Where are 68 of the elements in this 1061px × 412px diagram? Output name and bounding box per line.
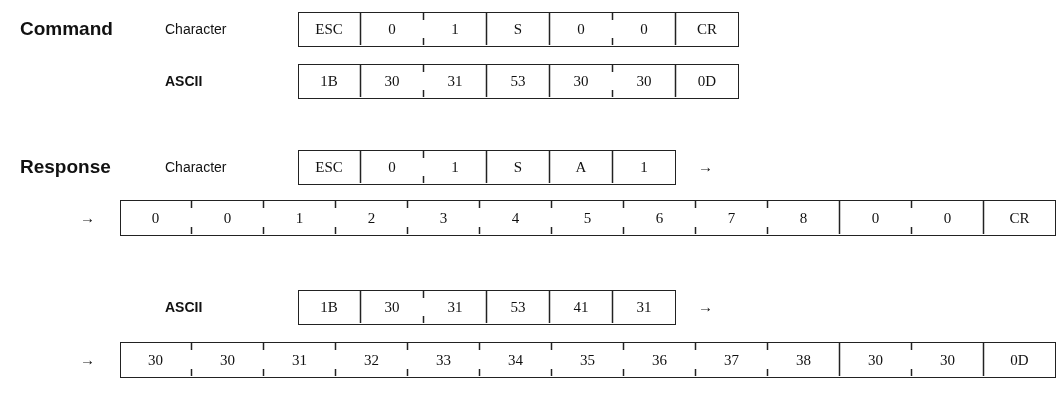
section-heading: Response	[20, 156, 111, 178]
byte-value: CR	[697, 21, 717, 38]
byte-value: 0	[943, 209, 952, 227]
byte-value: 33	[436, 351, 451, 369]
byte-frame	[298, 12, 739, 47]
section-heading: Command	[20, 18, 113, 40]
byte-value: 0D	[697, 73, 717, 90]
byte-value: 31	[292, 351, 307, 369]
byte-value: S	[513, 159, 523, 176]
row-label: Character	[165, 159, 227, 175]
byte-value: 6	[655, 209, 664, 227]
byte-value: 32	[364, 351, 379, 369]
byte-value: 1B	[320, 299, 338, 316]
byte-value: 0	[223, 209, 232, 227]
byte-value: 30	[384, 299, 400, 316]
byte-value: CR	[1009, 209, 1030, 227]
byte-value: ESC	[315, 159, 343, 176]
byte-value: 0	[388, 159, 396, 176]
byte-value: 0	[871, 209, 880, 227]
row-label: ASCII	[165, 299, 203, 315]
byte-value: 36	[652, 351, 667, 369]
byte-value: 31	[447, 299, 463, 316]
row-label: Character	[165, 21, 227, 37]
continuation-mark: →	[698, 158, 713, 176]
byte-value: 37	[724, 351, 739, 369]
byte-value: 30	[573, 73, 589, 90]
byte-value: 35	[580, 351, 595, 369]
byte-value: 1	[295, 209, 304, 227]
byte-frame	[298, 64, 739, 99]
byte-value: 38	[796, 351, 811, 369]
byte-value: 53	[510, 299, 526, 316]
continuation-mark: →	[80, 351, 95, 369]
byte-value: 0	[577, 21, 585, 38]
byte-value: 30	[636, 73, 652, 90]
byte-value: 4	[511, 209, 520, 227]
byte-value: S	[513, 21, 523, 38]
byte-value: ESC	[315, 21, 343, 38]
byte-value: 30	[148, 351, 163, 369]
byte-value: 41	[573, 299, 589, 316]
byte-value: 8	[799, 209, 808, 227]
byte-value: 1	[451, 159, 459, 176]
byte-value: 34	[508, 351, 523, 369]
byte-value: 30	[868, 351, 883, 369]
byte-value: 0	[640, 21, 648, 38]
byte-value: 30	[940, 351, 955, 369]
byte-value: 3	[439, 209, 448, 227]
byte-value: 0	[151, 209, 160, 227]
byte-value: 2	[367, 209, 376, 227]
continuation-mark: →	[698, 298, 713, 316]
byte-value: 31	[447, 73, 463, 90]
byte-value: 5	[583, 209, 592, 227]
byte-value: 30	[384, 73, 400, 90]
byte-value: 1	[640, 159, 648, 176]
byte-value: 1B	[320, 73, 338, 90]
byte-frame	[298, 290, 676, 325]
byte-value: 30	[220, 351, 235, 369]
byte-frame	[120, 342, 1056, 378]
byte-value: 1	[451, 21, 459, 38]
byte-frame	[120, 200, 1056, 236]
byte-value: 7	[727, 209, 736, 227]
byte-value: 53	[510, 73, 526, 90]
continuation-mark: →	[80, 209, 95, 227]
byte-value: 0D	[1010, 351, 1029, 369]
byte-value: 0	[388, 21, 396, 38]
byte-value: 31	[636, 299, 652, 316]
byte-frame	[298, 150, 676, 185]
byte-value: A	[575, 159, 587, 176]
row-label: ASCII	[165, 73, 203, 89]
